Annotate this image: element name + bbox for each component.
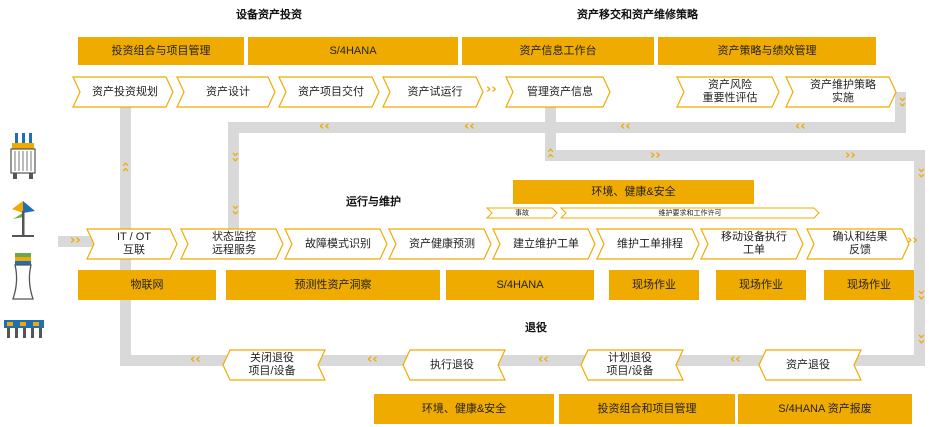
flow-arrow-icon: ›› [913, 333, 929, 345]
step-plan-retirement: 计划退役 项目/设备 [580, 349, 684, 381]
flow-arrow-icon: ‹‹ [464, 119, 475, 134]
flow-track-info-drop [545, 100, 556, 160]
flow-arrow-icon: ›› [227, 204, 243, 216]
flow-arrow-icon: ›› [543, 147, 559, 159]
flow-track-info-right [545, 150, 915, 161]
system-bar-s4hana: S/4HANA [248, 37, 458, 65]
system-bar-portfolio-bottom: 投资组合和项目管理 [559, 394, 735, 424]
step-mobile-execution-label: 移动设备执行 工单 [721, 231, 787, 256]
section-title-operation: 运行与维护 [346, 196, 401, 208]
system-bar-field-ops-3: 现场作业 [824, 270, 914, 300]
step-asset-design: 资产设计 [176, 76, 276, 108]
cooling-tower-icon [8, 253, 38, 301]
flow-track-right-drop [914, 150, 925, 365]
step-close-retirement-label: 关闭退役 项目/设备 [248, 352, 296, 377]
flow-arrow-icon: ›› [227, 151, 243, 163]
sub-flow-incident: 事故 [486, 207, 558, 219]
step-risk-assessment: 资产风险 重要性评估 [676, 76, 780, 108]
flow-track-mid-entry [58, 236, 96, 247]
system-bar-s4hana-mid: S/4HANA [446, 270, 594, 300]
step-execute-retirement: 执行退役 [402, 349, 506, 381]
step-failure-mode-label: 故障模式识别 [305, 237, 371, 250]
flow-arrow-icon: ‹‹ [795, 119, 806, 134]
flow-arrow-icon: ›› [907, 233, 918, 248]
system-bar-portfolio: 投资组合与项目管理 [78, 37, 244, 65]
step-confirm-feedback-label: 确认和结果 反馈 [832, 231, 888, 256]
step-maintenance-strategy: 资产维护策略 实施 [785, 76, 897, 108]
flow-arrow-icon: ‹‹ [319, 119, 330, 134]
step-condition-monitoring-label: 状态监控 远程服务 [212, 231, 256, 256]
step-schedule-work-order: 维护工单排程 [596, 228, 700, 260]
section-title-investment: 设备资产投资 [236, 9, 302, 21]
flow-arrow-icon: ‹‹ [730, 352, 741, 367]
system-bar-asset-info: 资产信息工作台 [462, 37, 654, 65]
system-bar-ehs: 环境、健康&安全 [513, 180, 754, 204]
flow-arrow-icon: ›› [894, 96, 910, 108]
step-it-ot-label: IT / OT 互联 [116, 231, 152, 256]
flow-arrow-icon: ‹‹ [190, 352, 201, 367]
step-plan-retirement-label: 计划退役 项目/设备 [606, 352, 654, 377]
flow-arrow-icon: ›› [486, 82, 497, 97]
step-risk-assessment-label: 资产风险 重要性评估 [702, 79, 758, 104]
flow-arrow-icon: ‹‹ [538, 352, 549, 367]
step-project-delivery-label: 资产项目交付 [298, 85, 364, 98]
flow-track-left-drop [228, 122, 239, 230]
step-create-work-order-label: 建立维护工单 [513, 237, 579, 250]
step-schedule-work-order-label: 维护工单排程 [617, 237, 683, 250]
system-bar-field-ops-2: 现场作业 [716, 270, 806, 300]
step-it-ot: IT / OT 互联 [86, 228, 178, 260]
system-bar-strategy: 资产策略与绩效管理 [658, 37, 876, 65]
step-commissioning: 资产试运行 [382, 76, 484, 108]
pipeline-icon [4, 318, 44, 340]
system-bar-s4hana-scrap: S/4HANA 资产报废 [738, 394, 912, 424]
system-bar-predictive-insights: 预测性资产洞察 [226, 270, 440, 300]
step-manage-asset-info: 管理资产信息 [505, 76, 611, 108]
flow-arrow-icon: ›› [118, 161, 134, 173]
flow-arrow-icon: ›› [913, 289, 929, 301]
step-failure-mode: 故障模式识别 [284, 228, 388, 260]
step-investment-planning: 资产投资规划 [72, 76, 174, 108]
system-bar-iot: 物联网 [78, 270, 216, 300]
step-asset-retirement: 资产退役 [758, 349, 862, 381]
section-title-transfer: 资产移交和资产维修策略 [577, 9, 698, 21]
sub-flow-maintenance-request: 维护要求和工作许可 [560, 207, 820, 219]
step-close-retirement: 关闭退役 项目/设备 [222, 349, 326, 381]
wind-turbine-icon [8, 199, 38, 239]
system-bar-ehs-bottom: 环境、健康&安全 [374, 394, 554, 424]
step-project-delivery: 资产项目交付 [278, 76, 380, 108]
step-condition-monitoring: 状态监控 远程服务 [180, 228, 284, 260]
step-create-work-order: 建立维护工单 [492, 228, 596, 260]
step-health-prediction: 资产健康预测 [388, 228, 492, 260]
step-mobile-execution: 移动设备执行 工单 [700, 228, 804, 260]
section-title-retire: 退役 [525, 322, 547, 334]
step-investment-planning-label: 资产投资规划 [92, 85, 158, 98]
flow-arrow-icon: ›› [650, 148, 661, 163]
step-asset-design-label: 资产设计 [206, 85, 250, 98]
step-execute-retirement-label: 执行退役 [430, 358, 474, 371]
flow-arrow-icon: ›› [845, 148, 856, 163]
flow-arrow-icon: ›› [70, 233, 81, 248]
flow-track-bottom [120, 355, 925, 366]
flow-arrow-icon: ‹‹ [367, 352, 378, 367]
flow-track-top-return [228, 122, 906, 133]
step-confirm-feedback: 确认和结果 反馈 [806, 228, 910, 260]
step-health-prediction-label: 资产健康预测 [409, 237, 475, 250]
flow-track-top-right-drop [895, 92, 906, 133]
flow-arrow-icon: ›› [913, 167, 929, 179]
step-commissioning-label: 资产试运行 [407, 85, 463, 98]
step-maintenance-strategy-label: 资产维护策略 实施 [810, 79, 876, 104]
step-manage-asset-info-label: 管理资产信息 [527, 85, 593, 98]
transformer-icon [8, 133, 38, 181]
flow-arrow-icon: ‹‹ [620, 119, 631, 134]
system-bar-field-ops-1: 现场作业 [609, 270, 699, 300]
step-asset-retirement-label: 资产退役 [786, 358, 830, 371]
